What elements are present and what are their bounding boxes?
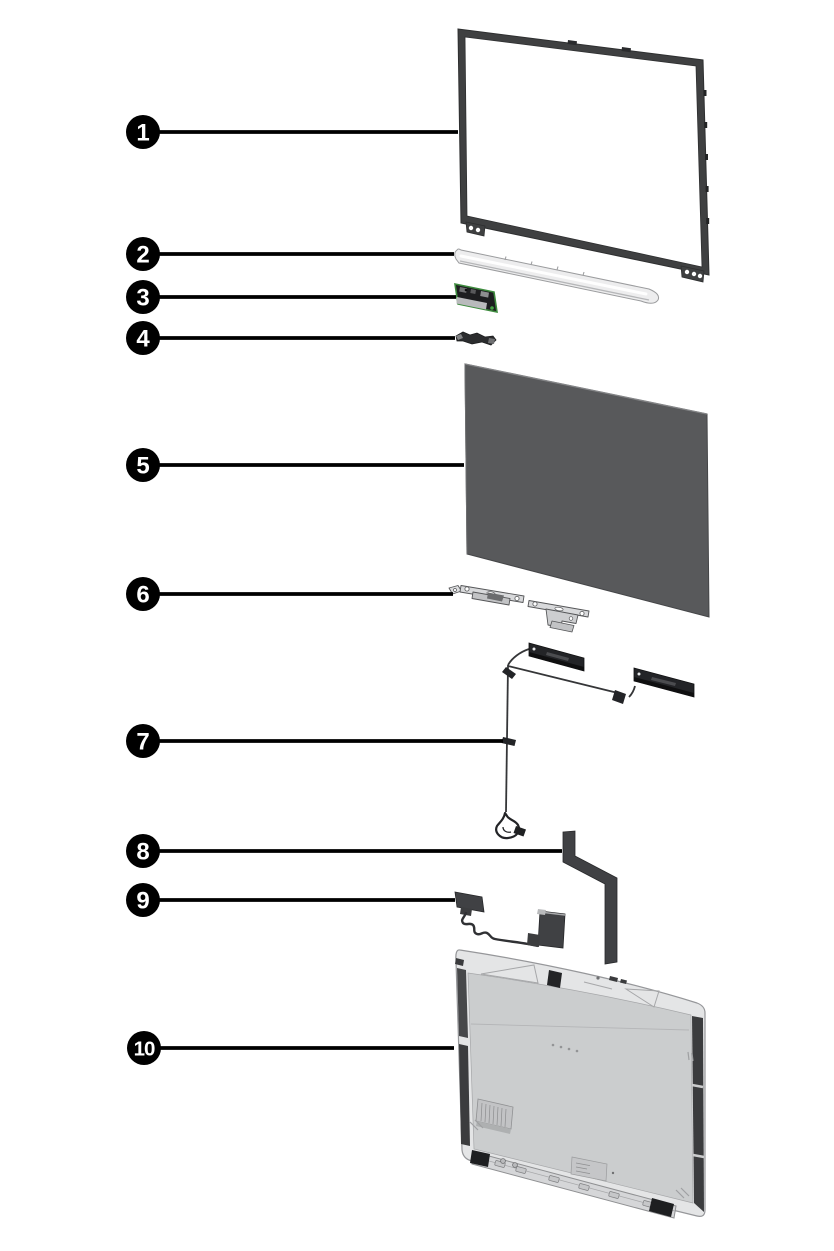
- cover-slash-marks: [469, 1051, 694, 1199]
- cover-hinge-rail: [470, 1150, 677, 1219]
- hinge-cover-shadow: [459, 260, 650, 301]
- left-hinge: [448, 585, 525, 606]
- bezel-tab: [567, 40, 577, 46]
- cover-label: [570, 1156, 615, 1182]
- cover-crease: [470, 1023, 690, 1031]
- callout-4: 4: [126, 321, 455, 355]
- callout-3: 3: [126, 280, 456, 314]
- camera-cable-flag: [454, 891, 485, 913]
- back-cover-illustration: [455, 949, 706, 1219]
- antenna-connector: [495, 811, 526, 840]
- camera-cable-connector: [537, 910, 566, 949]
- panel-top-edge: [464, 363, 708, 415]
- display-cable-ribbon: [562, 830, 618, 965]
- panel-left-edge: [464, 363, 468, 555]
- callout-bubble-8: [126, 834, 160, 868]
- callout-9: 9: [126, 883, 455, 917]
- panel-face: [464, 363, 710, 618]
- bezel-opening: [464, 36, 703, 268]
- hinge-cover-seams: [504, 256, 585, 276]
- camera-cable-tab: [460, 907, 472, 916]
- bezel-hinge-ears: [465, 221, 705, 283]
- callout-number-9: 9: [136, 888, 149, 915]
- callout-number-1: 1: [136, 120, 149, 147]
- cover-alignment-dots: [551, 1043, 579, 1053]
- callout-number-5: 5: [136, 453, 149, 480]
- right-antenna-bracket: [633, 667, 695, 698]
- display-cable-illustration: [562, 830, 618, 965]
- callout-number-4: 4: [136, 326, 150, 353]
- bezel-edge-notches: [703, 90, 710, 224]
- callout-10: 10: [127, 1031, 454, 1065]
- bezel-tab: [621, 47, 631, 53]
- cable-clip: [612, 690, 626, 704]
- callout-bubble-10: [127, 1031, 161, 1065]
- callouts: 1 2 3 4 5 6 7: [126, 115, 562, 1065]
- hinge-cover-highlight: [459, 254, 648, 296]
- microphone-body: [455, 331, 497, 346]
- camera-components: [459, 287, 489, 298]
- callout-bubble-2: [126, 237, 160, 271]
- cable-clip: [502, 667, 516, 679]
- callout-5: 5: [126, 448, 464, 482]
- hinges-illustration: [448, 585, 590, 633]
- cable-clip: [501, 737, 516, 746]
- callout-bubble-9: [126, 883, 160, 917]
- camera-module-illustration: [454, 282, 498, 314]
- callout-bubble-3: [126, 280, 160, 314]
- microphone-module-illustration: [455, 331, 497, 346]
- callout-number-6: 6: [136, 582, 149, 609]
- display-bezel-illustration: [457, 28, 710, 283]
- callout-number-2: 2: [136, 242, 149, 269]
- callout-number-7: 7: [136, 729, 149, 756]
- cover-inner-face: [467, 972, 694, 1204]
- microphone-cap-left: [456, 334, 463, 340]
- hinge-cover-illustration: [454, 248, 660, 304]
- left-antenna-bracket: [528, 642, 585, 672]
- cover-vent-grid: [475, 1098, 514, 1134]
- camera-cable-connector-step: [527, 933, 540, 947]
- callout-1: 1: [126, 115, 458, 149]
- microphone-cap-right: [488, 338, 495, 344]
- callout-bubble-4: [126, 321, 160, 355]
- callout-number-3: 3: [136, 285, 149, 312]
- right-hinge: [527, 600, 590, 633]
- cover-antenna-strips: [455, 958, 705, 1212]
- antenna-kit-illustration: [495, 642, 695, 840]
- camera-led: [490, 306, 494, 310]
- camera-cable-illustration: [454, 891, 566, 949]
- callout-bubble-6: [126, 577, 160, 611]
- callout-6: 6: [126, 577, 453, 611]
- callout-8: 8: [126, 834, 562, 868]
- antenna-cables: [505, 648, 636, 813]
- callout-number-10: 10: [134, 1038, 155, 1061]
- camera-shield-strip: [456, 297, 487, 310]
- cover-top-details: [480, 964, 660, 1008]
- connector-corner-tab: [537, 909, 546, 915]
- callout-2: 2: [126, 237, 454, 271]
- camera-cable-wire: [460, 911, 539, 948]
- callout-bubble-7: [126, 724, 160, 758]
- callout-bubble-5: [126, 448, 160, 482]
- callout-number-8: 8: [136, 839, 149, 866]
- callout-7: 7: [126, 724, 503, 758]
- callout-bubble-1: [126, 115, 160, 149]
- display-panel-illustration: [464, 363, 710, 618]
